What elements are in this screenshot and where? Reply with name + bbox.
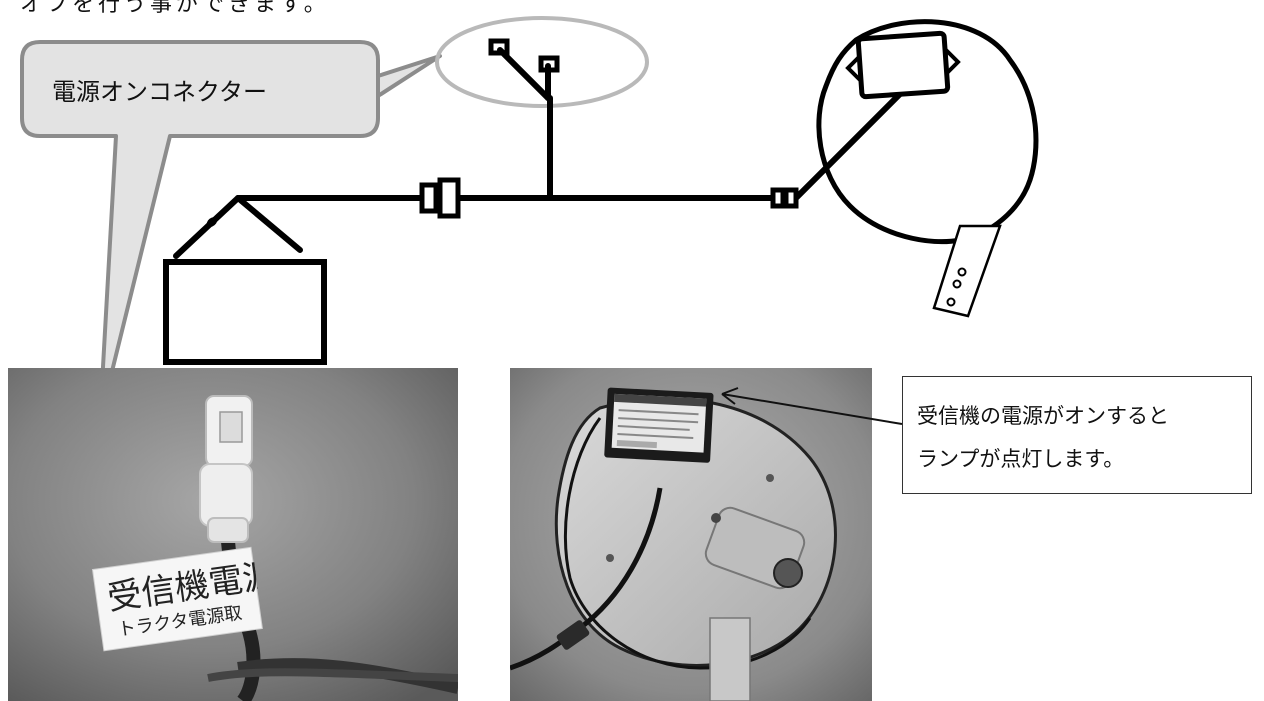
note-box: 受信機の電源がオンすると ランプが点灯します。 bbox=[902, 376, 1252, 494]
receiver-unit-image bbox=[604, 387, 714, 462]
note-line-2: ランプが点灯します。 bbox=[917, 438, 1237, 481]
callout-label: 電源オンコネクター bbox=[52, 72, 267, 107]
receiver-outline bbox=[819, 22, 1036, 316]
note-line-1: 受信機の電源がオンすると bbox=[917, 395, 1237, 438]
inline-connector bbox=[422, 180, 458, 216]
receiver-connector bbox=[773, 190, 796, 206]
receiver-photo bbox=[510, 368, 872, 701]
battery-box bbox=[166, 262, 324, 362]
connector-photo: 受信機電源 トラクタ電源取 bbox=[8, 368, 458, 701]
power-on-connector bbox=[491, 41, 557, 196]
connector-plug-image bbox=[200, 396, 252, 542]
